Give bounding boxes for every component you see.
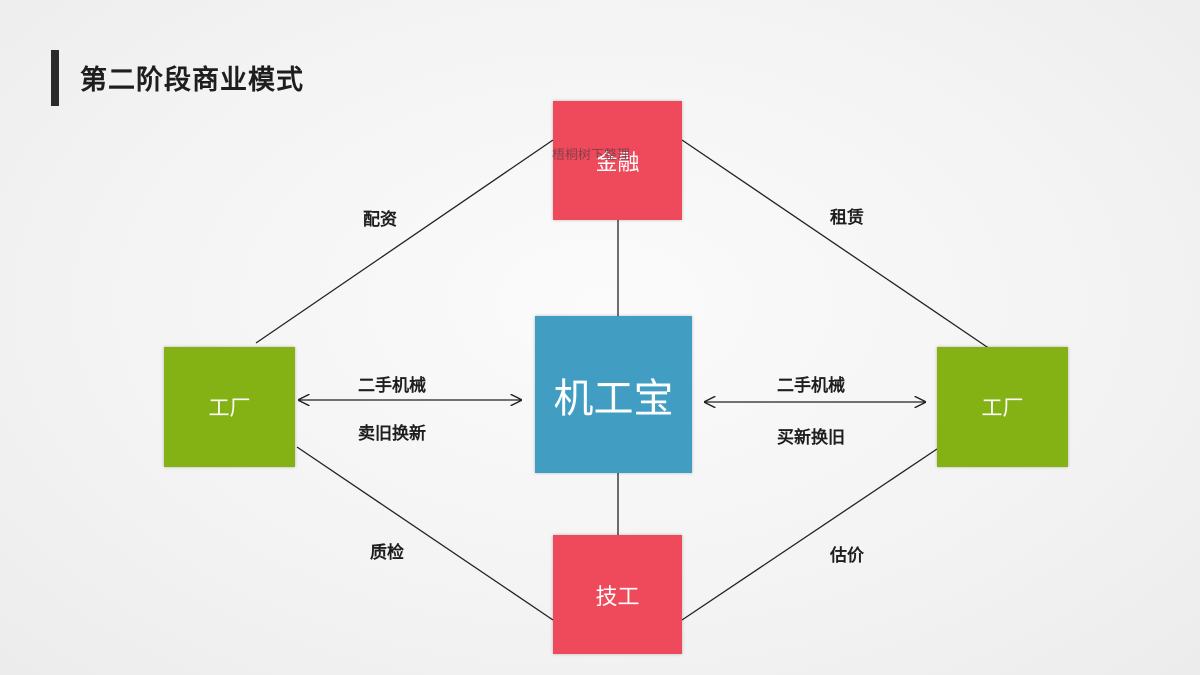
edge-label-left-bottom: 卖旧换新 — [358, 424, 426, 444]
node-tech: 技工 — [553, 535, 682, 654]
edge-label-gujia: 估价 — [830, 546, 864, 566]
node-center-label: 机工宝 — [553, 375, 674, 422]
node-center: 机工宝 — [535, 316, 692, 473]
edge-label-right-top: 二手机械 — [777, 376, 845, 396]
edge-label-zulin: 租赁 — [830, 208, 864, 228]
line-tech-to-factory-right — [681, 448, 938, 621]
edge-label-zhijian: 质检 — [370, 543, 404, 563]
node-factory-right-label: 工厂 — [981, 396, 1024, 420]
node-factory-right: 工厂 — [937, 347, 1068, 467]
node-finance: 金融 — [553, 101, 682, 220]
line-finance-to-factory-right — [681, 139, 991, 350]
node-finance-label: 金融 — [595, 150, 640, 176]
node-factory-left: 工厂 — [164, 347, 295, 467]
edge-label-right-bottom: 买新换旧 — [777, 428, 845, 448]
line-factory-left-to-tech — [296, 446, 554, 621]
edge-label-peizi: 配资 — [363, 210, 397, 230]
watermark-text: 梧桐树下整理 — [552, 148, 631, 163]
edge-label-left-top: 二手机械 — [358, 376, 426, 396]
title-accent-bar — [51, 50, 59, 106]
node-factory-left-label: 工厂 — [208, 396, 251, 420]
line-factory-left-to-finance — [255, 139, 554, 344]
page-title: 第二阶段商业模式 — [80, 65, 304, 96]
node-tech-label: 技工 — [595, 584, 640, 610]
